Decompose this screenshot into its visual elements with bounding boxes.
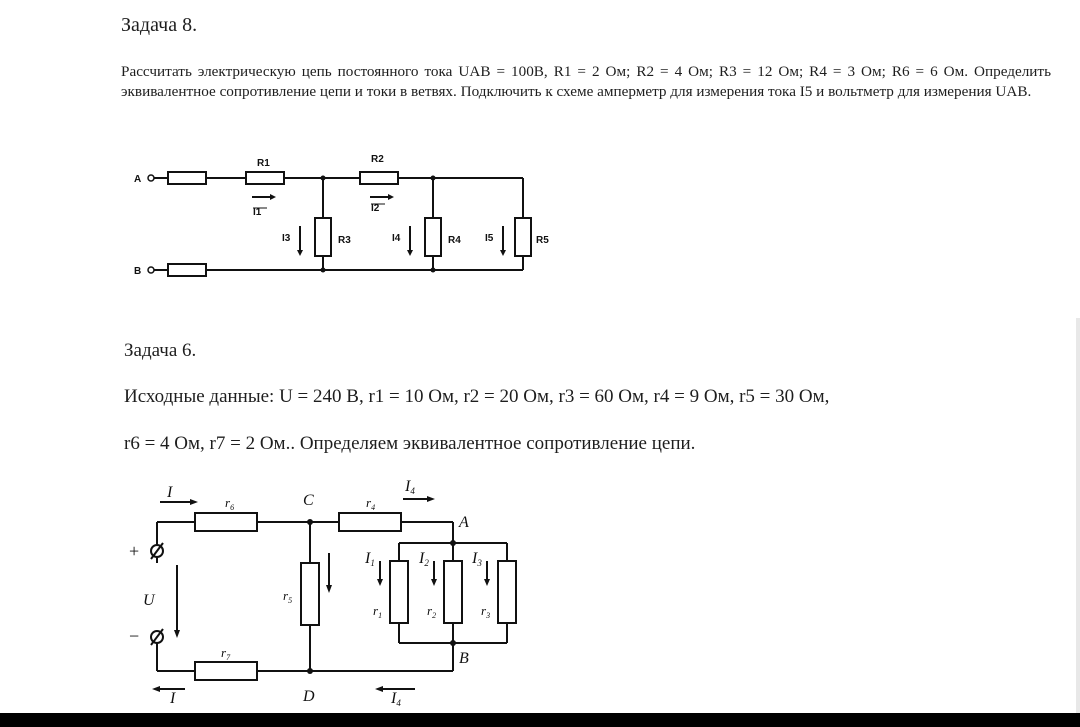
i4-bottom-label: I4 [390,690,401,707]
node-a-label: A [134,174,141,185]
i5-label: I5 [485,233,494,244]
node-b-label: B [459,650,469,667]
i1-label: I1 [253,207,262,218]
resistor-r3 [314,217,332,257]
resistor-r1 [389,560,409,624]
u-label: U [143,592,156,609]
r1-label: r1 [373,603,382,620]
resistor-r6 [194,512,258,532]
i-label: I [166,484,173,501]
resistor-r3 [497,560,517,624]
i2-label: I2 [418,550,429,568]
resistor-r4 [338,512,402,532]
resistor-r7 [194,661,258,681]
task8-title: Задача 8. [121,14,198,36]
node-a-label: A [458,514,469,531]
i-bottom-label: I [169,690,176,707]
r6-label: r6 [225,495,234,512]
task6-circuit: I I r6 r4 I4 I4 C A B D + − U r5 r7 I1 I… [129,478,517,707]
page-edge [1076,318,1080,713]
node-c-label: C [303,492,314,509]
r5-label: r5 [283,588,292,605]
i4-label: I4 [392,233,401,244]
r2-label: R2 [371,154,384,165]
r5-label: R5 [536,235,549,246]
r4-label: r4 [366,495,375,512]
r2-label: r2 [427,603,436,620]
i2-label: I2 [371,203,380,214]
task8-circuit: A B R1 R2 R3 R4 R5 I1 I2 I3 I4 I5 [134,154,549,277]
r3-label: r3 [481,603,490,620]
fuse-a [167,171,207,185]
node-d-label: D [302,688,315,705]
resistor-r5 [300,562,320,626]
task6-title: Задача 6. [124,340,197,361]
resistor-r2 [359,171,399,185]
i3-label: I3 [282,233,291,244]
r1-label: R1 [257,158,270,169]
task8-text: Рассчитать электрическую цепь постоянног… [121,63,1051,100]
r3-label: R3 [338,235,351,246]
resistor-r2 [443,560,463,624]
node-b-label: B [134,266,141,277]
minus-label: − [129,626,139,646]
bottom-bar [0,713,1080,727]
r7-label: r7 [221,645,231,662]
resistor-r5 [514,217,532,257]
r4-label: R4 [448,235,461,246]
i1-label: I1 [364,550,375,568]
fuse-b [167,263,207,277]
task6-text-line1: Исходные данные: U = 240 В, r1 = 10 Ом, … [124,386,830,407]
resistor-r4 [424,217,442,257]
task6-text-line2: r6 = 4 Ом, r7 = 2 Ом.. Определяем эквива… [124,433,696,454]
plus-label: + [129,541,139,561]
i3-label: I3 [471,550,482,568]
i4-label: I4 [404,478,415,496]
resistor-r1 [245,171,285,185]
task6-section [0,318,1080,713]
